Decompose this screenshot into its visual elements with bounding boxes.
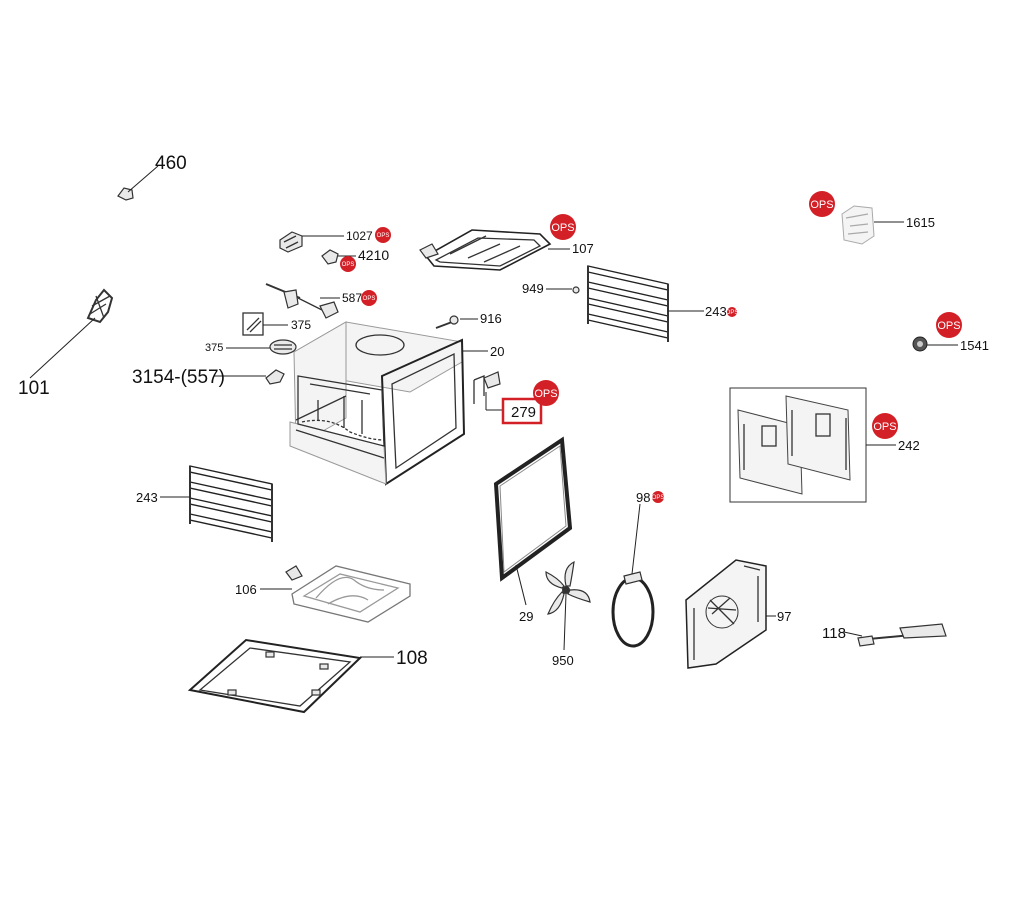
ops-badge-1027 [375,227,391,243]
part-101[interactable]: 101 [18,288,114,399]
label-118: 118 [822,625,846,642]
part-243-upper[interactable]: 243 OPS [587,265,739,342]
part-29[interactable]: 29 [493,436,573,624]
label-279: 279 [511,404,536,421]
part-460[interactable]: 460 [117,153,187,201]
part-20-oven-cavity[interactable]: 20 [289,321,504,486]
part-375-lamp[interactable]: 375 [205,339,297,355]
label-460: 460 [155,153,187,174]
label-375-lamp: 375 [205,342,223,354]
ops-badge-4210 [340,256,356,272]
ops-text-1541: OPS [937,320,960,332]
ops-text-587: OPS [363,296,376,302]
part-279[interactable]: 279 OPS [473,371,559,425]
label-97: 97 [777,609,791,624]
part-1027[interactable]: 1027 OPS [279,227,391,253]
highlight-box-279 [501,397,543,425]
ops-text-279: OPS [534,388,557,400]
ops-badge-1615 [809,191,835,217]
part-3154-557[interactable]: 3154-(557) [132,367,285,388]
label-1027: 1027 [346,229,373,243]
part-98[interactable]: 98 OPS [611,490,665,648]
part-108[interactable]: 108 [187,638,428,714]
ops-text-1027: OPS [377,233,390,239]
ops-text-1615: OPS [810,199,833,211]
label-4210: 4210 [358,247,389,263]
part-242[interactable]: 242 OPS [729,387,920,503]
label-243-upper: 243 [705,304,727,319]
label-1615: 1615 [906,215,935,230]
ops-text-4210: OPS [342,262,355,268]
part-375-glass[interactable]: 375 [242,312,311,336]
ops-badge-98 [652,491,664,503]
part-106[interactable]: 106 [235,565,411,623]
ops-badge-243-upper [727,307,737,317]
ops-badge-1541 [936,312,962,338]
label-29: 29 [519,609,533,624]
ops-text-98: OPS [652,495,665,501]
ops-badge-279 [533,380,559,406]
label-916: 916 [480,311,502,326]
part-1615[interactable]: 1615 OPS [809,191,935,245]
part-243-lower[interactable]: 243 [136,465,273,542]
ops-text-243-upper: OPS [726,310,739,316]
label-950: 950 [552,653,574,668]
label-101: 101 [18,378,50,399]
ops-badge-107 [550,214,576,240]
part-1541[interactable]: 1541 OPS [912,312,989,353]
label-243-lower: 243 [136,490,158,505]
label-98: 98 [636,490,650,505]
ops-text-242: OPS [873,421,896,433]
part-949[interactable]: 949 [522,281,580,296]
label-107: 107 [572,241,594,256]
label-375-glass: 375 [291,318,311,332]
ops-text-107: OPS [551,222,574,234]
part-916[interactable]: 916 [435,311,502,329]
label-20: 20 [490,344,504,359]
part-4210[interactable]: 4210 OPS [321,247,389,272]
part-107[interactable]: 107 OPS [419,214,594,271]
part-118[interactable]: 118 [822,623,947,647]
ops-badge-587 [361,290,377,306]
part-587[interactable]: 587 OPS [265,283,377,319]
label-108: 108 [396,648,428,669]
label-587: 587 [342,291,362,305]
label-1541: 1541 [960,338,989,353]
part-950[interactable]: 950 [545,560,591,668]
label-242: 242 [898,438,920,453]
label-106: 106 [235,582,257,597]
ops-badge-242 [872,413,898,439]
label-3154-557: 3154-(557) [132,367,225,388]
part-97[interactable]: 97 [685,559,791,669]
label-949: 949 [522,281,544,296]
